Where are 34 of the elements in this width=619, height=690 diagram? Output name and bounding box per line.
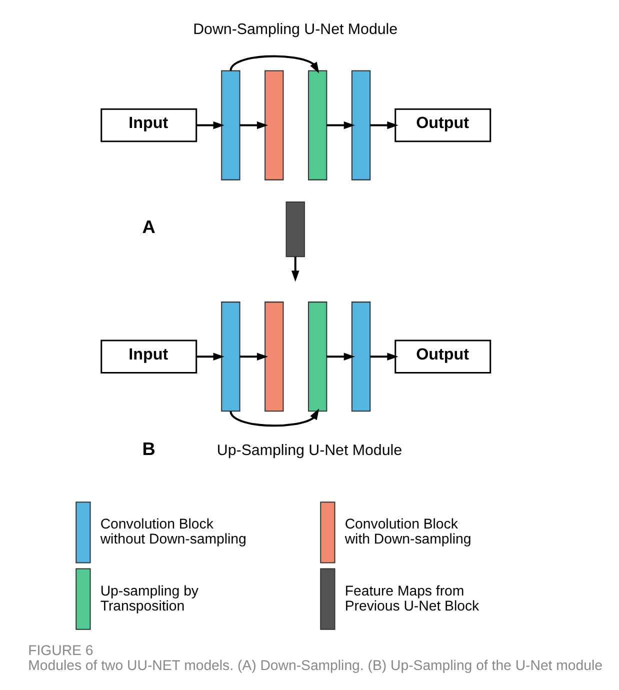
node-bar [308, 302, 328, 412]
arrow [230, 408, 320, 427]
node-bar [286, 202, 305, 258]
node-box: Output [394, 108, 492, 142]
node-bar [264, 302, 284, 412]
legend-label: Feature Maps from Previous U-Net Block [344, 582, 480, 614]
node-bar [351, 302, 371, 412]
node-box: Output [394, 340, 492, 374]
arrow [196, 121, 224, 130]
node-box: Input [100, 340, 198, 374]
arrow [230, 55, 320, 74]
arrow [370, 121, 398, 130]
node-box: Input [100, 108, 198, 142]
label: A [142, 216, 156, 237]
arrow [240, 121, 268, 130]
node-bar [351, 70, 371, 180]
arrow [291, 256, 300, 282]
legend-label: Up-sampling by Transposition [100, 582, 199, 614]
node-bar [308, 70, 328, 180]
arrow [240, 352, 268, 361]
arrow [370, 352, 398, 361]
node-bar [264, 70, 284, 180]
label: Down-Sampling U-Net Module [193, 20, 398, 38]
diagram-title: FIGURE 6 [28, 642, 94, 658]
arrow [326, 121, 355, 130]
node-bar [221, 70, 240, 180]
label: B [142, 439, 156, 460]
legend-label: Convolution Block with Down-sampling [344, 516, 472, 547]
arrow [326, 352, 355, 361]
caption: Modules of two UU-NET models. (A) Down-Sampling. (B) Up-Sampling of the U-Net module. [28, 657, 606, 674]
label: Up-Sampling U-Net Module [216, 442, 402, 460]
arrow [196, 352, 224, 361]
legend-label: Convolution Block without Down-sampling [100, 516, 246, 547]
node-bar [221, 302, 240, 412]
